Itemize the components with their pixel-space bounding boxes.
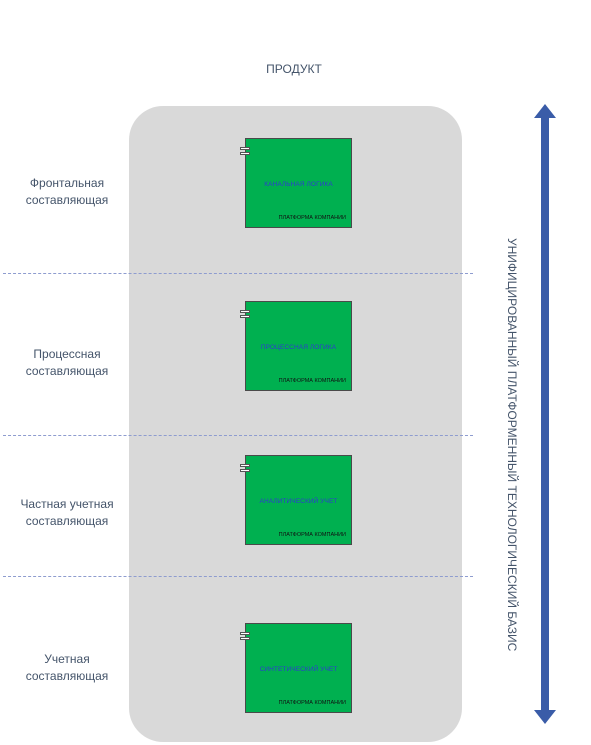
row-label-line: Частная учетная xyxy=(20,497,114,511)
platform-basis-label: УНИФИЦИРОВАННЫЙ ПЛАТФОРМЕННЫЙ ТЕХНОЛОГИЧ… xyxy=(505,238,519,652)
row-label-line: составляющая xyxy=(25,514,109,528)
row-label-line: Фронтальная xyxy=(29,176,105,190)
double-arrow-icon xyxy=(534,104,556,724)
component-icon xyxy=(240,310,251,319)
component-tag: ПЛАТФОРМА КОМПАНИИ xyxy=(278,532,346,538)
row-label-frontal: Фронтальная составляющая xyxy=(2,175,132,209)
component-name: АНАЛИТИЧЕСКИЙ УЧЕТ xyxy=(259,498,338,505)
row-label-line: составляющая xyxy=(25,193,109,207)
component-icon xyxy=(240,464,251,473)
row-divider xyxy=(3,273,473,274)
component-name: ПРОЦЕССНАЯ ЛОГИКА xyxy=(260,344,337,351)
component-channel-logic[interactable]: КАНАЛЬНАЯ ЛОГИКА ПЛАТФОРМА КОМПАНИИ xyxy=(240,138,352,228)
component-analytic-accounting[interactable]: АНАЛИТИЧЕСКИЙ УЧЕТ ПЛАТФОРМА КОМПАНИИ xyxy=(240,455,352,545)
row-label-process: Процессная составляющая xyxy=(2,346,132,380)
row-label-line: составляющая xyxy=(25,669,109,683)
diagram-title: ПРОДУКТ xyxy=(266,62,322,76)
component-icon xyxy=(240,147,251,156)
component-synthetic-accounting[interactable]: СИНТЕТИЧЕСКИЙ УЧЕТ ПЛАТФОРМА КОМПАНИИ xyxy=(240,623,352,713)
row-label-accounting: Учетная составляющая xyxy=(2,651,132,685)
component-tag: ПЛАТФОРМА КОМПАНИИ xyxy=(278,378,346,384)
component-process-logic[interactable]: ПРОЦЕССНАЯ ЛОГИКА ПЛАТФОРМА КОМПАНИИ xyxy=(240,301,352,391)
row-label-line: Учетная xyxy=(44,652,90,666)
component-name: СИНТЕТИЧЕСКИЙ УЧЕТ xyxy=(259,666,338,673)
row-label-line: Процессная xyxy=(33,347,101,361)
row-divider xyxy=(3,576,473,577)
component-tag: ПЛАТФОРМА КОМПАНИИ xyxy=(278,700,346,706)
component-name: КАНАЛЬНАЯ ЛОГИКА xyxy=(264,181,333,188)
component-icon xyxy=(240,632,251,641)
row-label-private-accounting: Частная учетная составляющая xyxy=(2,496,132,530)
row-divider xyxy=(3,435,473,436)
row-label-line: составляющая xyxy=(25,364,109,378)
component-tag: ПЛАТФОРМА КОМПАНИИ xyxy=(278,215,346,221)
